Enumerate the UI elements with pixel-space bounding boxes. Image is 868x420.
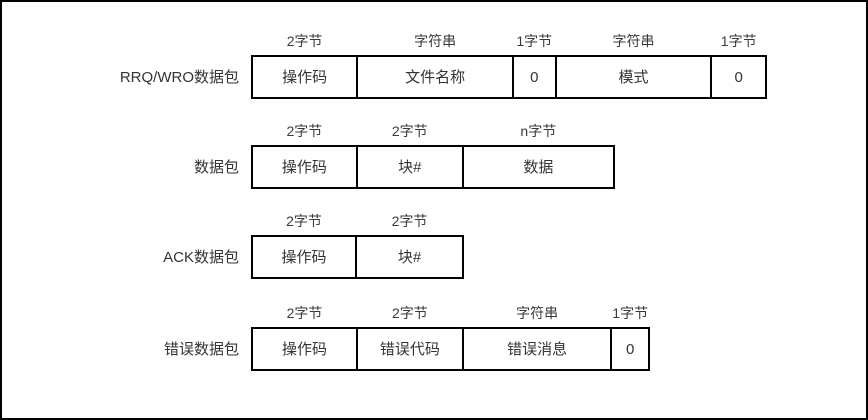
packet-field: 2字节操作码: [253, 306, 358, 369]
packet-field: 2字节操作码: [253, 214, 358, 277]
packet-field-value: 0: [734, 68, 743, 86]
packet-field-value: 0: [530, 68, 539, 86]
packet-row-label: 数据包: [193, 159, 239, 176]
packet-field: 字符串模式: [556, 34, 713, 97]
packet-field: 2字节操作码: [253, 124, 358, 187]
packet-row-label: RRQ/WRO数据包: [119, 69, 239, 86]
packet-field-size-label: 2字节: [392, 305, 428, 321]
packet-field-size-label: 字符串: [612, 33, 655, 49]
packet-field-value: 错误消息: [507, 340, 568, 358]
packet-field-value: 模式: [618, 68, 649, 86]
packet-field-size-label: 字符串: [414, 33, 457, 49]
packet-field-size-label: 2字节: [391, 213, 428, 229]
packet-field: 1字节 0: [712, 34, 765, 97]
packet-field-value: 操作码: [281, 158, 327, 176]
packet-field-value: 操作码: [281, 340, 327, 358]
packet-field-size-label: n字节: [520, 123, 557, 139]
packet-field: 1字节 0: [612, 306, 648, 369]
packet-field: 2字节错误代码: [357, 306, 464, 369]
packet-field-value: 块#: [398, 158, 422, 176]
packet-field-value: 操作码: [281, 248, 327, 266]
packet-field-value: 数据: [523, 158, 554, 176]
packet-field-size-label: 2字节: [286, 33, 323, 49]
packet-field-size-label: 1字节: [516, 33, 553, 49]
packet-field-value: 错误代码: [379, 340, 440, 358]
packet-field: 1字节 0: [513, 34, 557, 97]
packet-field: 字符串错误消息: [463, 306, 613, 369]
packet-field-value: 0: [626, 340, 635, 358]
packet-field-value: 块#: [397, 248, 422, 266]
packet-row-label: ACK数据包: [163, 249, 239, 266]
packet-field-value: 文件名称: [405, 68, 466, 86]
packet-row-label: 错误数据包: [163, 341, 239, 358]
packet-field-size-label: 字符串: [516, 305, 559, 321]
packet-field: n字节数据: [463, 124, 613, 187]
packet-field: 2字节块#: [357, 124, 464, 187]
packet-field-size-label: 2字节: [286, 123, 323, 139]
packet-field: 2字节操作码: [253, 34, 359, 97]
packet-field-size-label: 2字节: [286, 213, 322, 229]
packet-field-value: 操作码: [282, 68, 328, 86]
packet-field-size-label: 1字节: [612, 305, 649, 321]
packet-field: 2字节块#: [357, 214, 462, 277]
packet-field-size-label: 2字节: [391, 123, 428, 139]
packet-field-size-label: 2字节: [286, 305, 323, 321]
packet-field-size-label: 1字节: [720, 33, 757, 49]
packet-field: 字符串文件名称: [358, 34, 514, 97]
